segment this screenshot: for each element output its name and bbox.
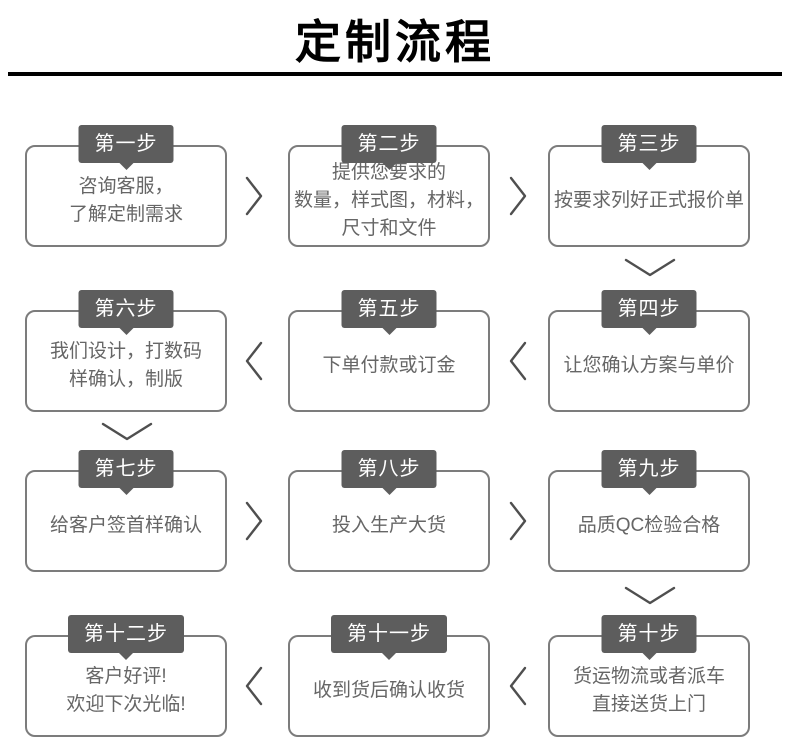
step-box-9: 第九步 品质QC检验合格 xyxy=(548,450,750,572)
flow-arrow-down-icon xyxy=(624,586,676,606)
flow-arrow-left-icon xyxy=(245,341,263,381)
step-box-1: 第一步 咨询客服， 了解定制需求 xyxy=(25,125,227,247)
step-text-line: 直接送货上门 xyxy=(591,694,706,715)
step-badge-4: 第四步 xyxy=(601,290,697,328)
flow-arrow-down-icon xyxy=(101,422,153,442)
flow-arrow-left-icon xyxy=(245,666,263,706)
step-box-6: 第六步 我们设计，打数码 样确认，制版 xyxy=(25,290,227,412)
step-text-line: 货运物流或者派车 xyxy=(572,666,725,687)
step-box-10: 第十步 货运物流或者派车 直接送货上门 xyxy=(548,615,750,737)
step-box-4: 第四步 让您确认方案与单价 xyxy=(548,290,750,412)
step-badge-8: 第八步 xyxy=(341,450,437,488)
step-badge-1: 第一步 xyxy=(78,125,174,163)
step-badge-2: 第二步 xyxy=(341,125,437,163)
flow-arrow-right-icon xyxy=(245,501,263,541)
step-text-line: 了解定制需求 xyxy=(68,204,183,225)
step-text-line: 数量，样式图，材料， xyxy=(294,190,485,211)
flow-arrow-right-icon xyxy=(245,176,263,216)
step-text-line: 按要求列好正式报价单 xyxy=(554,190,745,211)
step-text-line: 客户好评! xyxy=(85,666,167,687)
step-box-5: 第五步 下单付款或订金 xyxy=(288,290,490,412)
step-text-line: 品质QC检验合格 xyxy=(577,515,721,536)
step-text-line: 投入生产大货 xyxy=(331,515,446,536)
step-box-2: 第二步 提供您要求的 数量，样式图，材料， 尺寸和文件 xyxy=(288,125,490,247)
flow-arrow-right-icon xyxy=(509,176,527,216)
step-text-line: 尺寸和文件 xyxy=(341,218,437,239)
step-text-line: 下单付款或订金 xyxy=(322,355,456,376)
step-text-line: 提供您要求的 xyxy=(331,162,446,183)
step-text-line: 我们设计，打数码 xyxy=(49,341,202,362)
step-badge-11: 第十一步 xyxy=(331,615,447,653)
step-text-line: 给客户签首样确认 xyxy=(49,515,202,536)
step-text-line: 欢迎下次光临! xyxy=(66,694,186,715)
step-box-12: 第十二步 客户好评! 欢迎下次光临! xyxy=(25,615,227,737)
step-badge-7: 第七步 xyxy=(78,450,174,488)
page-title: 定制流程 xyxy=(295,16,495,68)
step-text-line: 让您确认方案与单价 xyxy=(563,355,735,376)
step-box-11: 第十一步 收到货后确认收货 xyxy=(288,615,490,737)
step-text-line: 咨询客服， xyxy=(78,176,174,197)
title-divider xyxy=(8,72,782,76)
step-badge-3: 第三步 xyxy=(601,125,697,163)
step-text-line: 样确认，制版 xyxy=(68,369,183,390)
step-box-3: 第三步 按要求列好正式报价单 xyxy=(548,125,750,247)
flow-arrow-down-icon xyxy=(624,258,676,278)
step-badge-6: 第六步 xyxy=(78,290,174,328)
step-box-8: 第八步 投入生产大货 xyxy=(288,450,490,572)
step-text-line: 收到货后确认收货 xyxy=(312,680,465,701)
flow-arrow-left-icon xyxy=(509,341,527,381)
step-badge-10: 第十步 xyxy=(601,615,697,653)
flow-arrow-right-icon xyxy=(509,501,527,541)
step-badge-12: 第十二步 xyxy=(68,615,184,653)
step-badge-9: 第九步 xyxy=(601,450,697,488)
step-box-7: 第七步 给客户签首样确认 xyxy=(25,450,227,572)
flow-arrow-left-icon xyxy=(509,666,527,706)
step-badge-5: 第五步 xyxy=(341,290,437,328)
